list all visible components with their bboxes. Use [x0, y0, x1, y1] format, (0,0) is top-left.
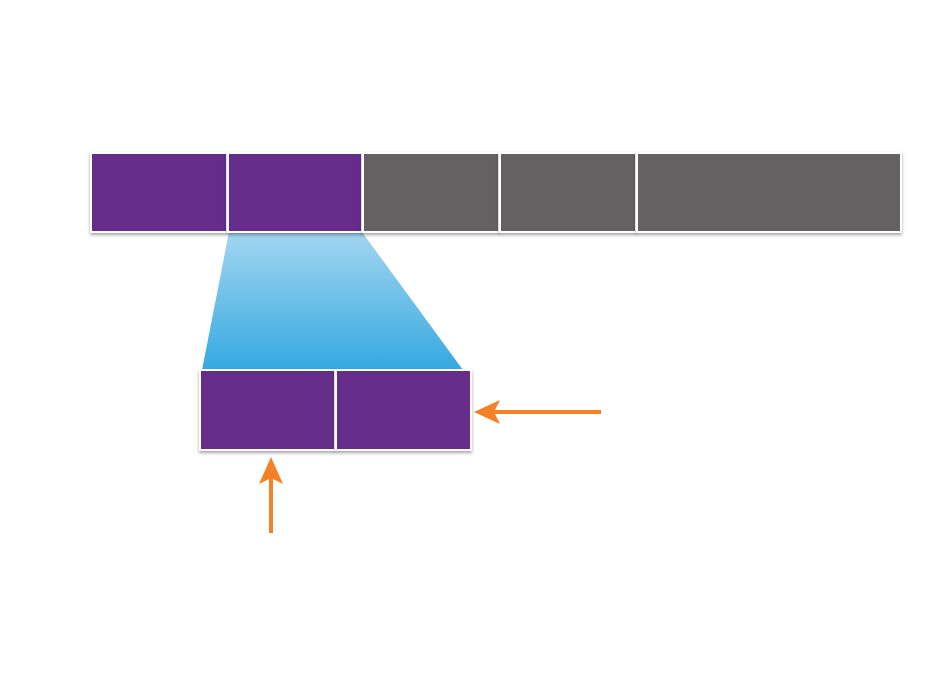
top-cell-2	[227, 152, 363, 233]
bottom-cell-2	[335, 369, 472, 451]
arrow-horizontal	[474, 400, 601, 424]
zoom-projection	[202, 232, 463, 370]
top-cell-1	[90, 152, 228, 233]
arrow-vertical	[259, 457, 283, 533]
top-cell-4	[499, 152, 637, 233]
top-cell-5	[636, 152, 902, 233]
top-cell-3	[362, 152, 500, 233]
bottom-cell-1	[199, 369, 336, 451]
